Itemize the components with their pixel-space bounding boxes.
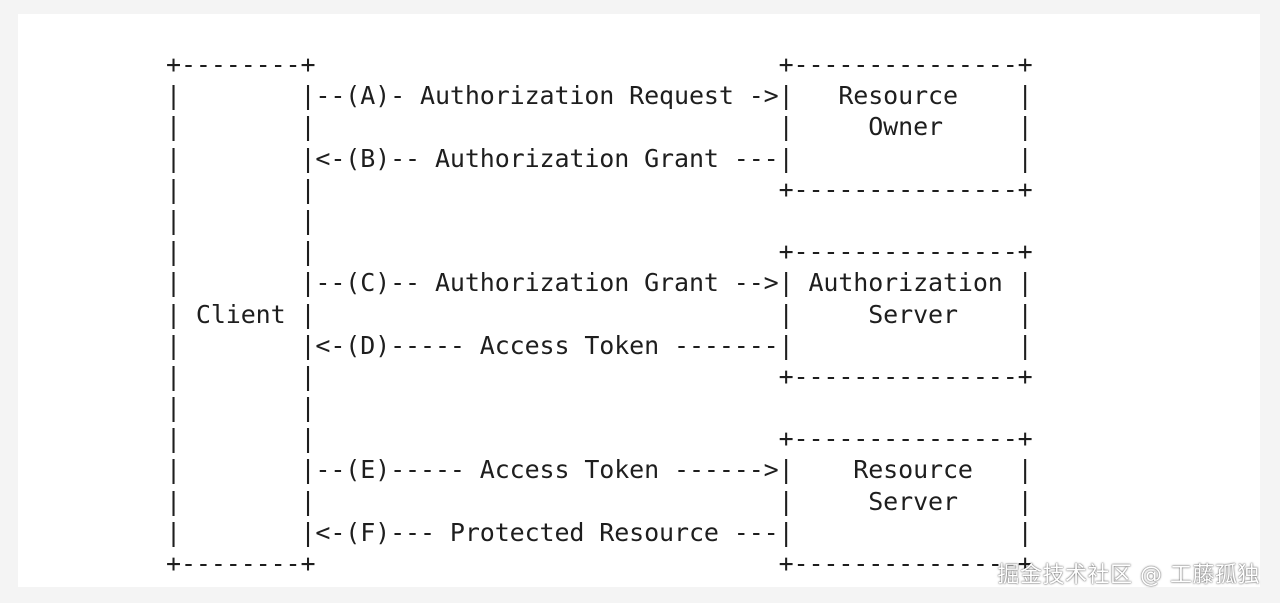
diagram-line: | | xyxy=(166,205,316,235)
diagram-line: | | +---------------+ xyxy=(166,174,1033,204)
site-watermark: 掘金技术社区 @ 工藤孤独 xyxy=(997,563,1260,588)
diagram-line: | |<-(D)----- Access Token -------| | xyxy=(166,330,1033,360)
diagram-line: | | xyxy=(166,393,316,423)
oauth-flow-ascii-diagram: +--------+ +---------------+| |--(A)- Au… xyxy=(166,49,1033,579)
diagram-line: +--------+ +---------------+ xyxy=(166,549,1033,578)
diagram-line: | | | Server | xyxy=(166,486,1033,516)
diagram-line: | |<-(B)-- Authorization Grant ---| | xyxy=(166,143,1033,173)
diagram-card: +--------+ +---------------+| |--(A)- Au… xyxy=(18,14,1260,587)
diagram-line: | | +---------------+ xyxy=(166,424,1033,454)
diagram-line: | |--(E)----- Access Token ------>| Reso… xyxy=(166,455,1033,485)
diagram-line: | |--(C)-- Authorization Grant -->| Auth… xyxy=(166,268,1033,298)
diagram-line: | | +---------------+ xyxy=(166,361,1033,391)
diagram-line: | |<-(F)--- Protected Resource ---| | xyxy=(166,517,1033,547)
diagram-line: | | | Owner | xyxy=(166,112,1033,142)
diagram-line: | | +---------------+ xyxy=(166,237,1033,267)
diagram-line: | Client | | Server | xyxy=(166,299,1033,329)
diagram-line: +--------+ +---------------+ xyxy=(166,50,1033,79)
diagram-line: | |--(A)- Authorization Request ->| Reso… xyxy=(166,81,1033,111)
